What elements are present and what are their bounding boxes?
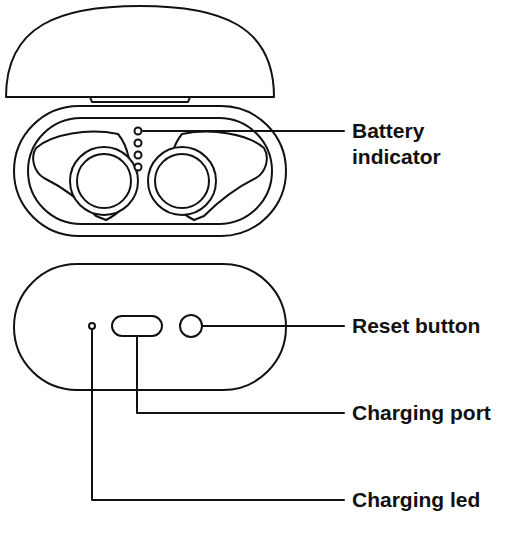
- led-label: Charging led: [352, 487, 502, 513]
- earbud-right-mesh: [155, 154, 209, 208]
- battery-dot: [135, 152, 142, 159]
- earbud-left-speaker: [70, 147, 138, 215]
- case-inner-rim: [28, 118, 272, 224]
- battery-dot: [135, 140, 142, 147]
- reset-label: Reset button: [352, 313, 502, 339]
- battery-dot: [135, 128, 142, 135]
- battery-dot: [135, 164, 142, 171]
- lid-hinge: [90, 97, 190, 102]
- earbud-right-speaker: [148, 147, 216, 215]
- charging-led: [89, 323, 95, 329]
- port-label: Charging port: [352, 400, 502, 426]
- battery-label: Battery indicator: [352, 118, 502, 170]
- earbud-left-mesh: [77, 154, 131, 208]
- case-lid: [6, 6, 274, 97]
- leader-line: [203, 325, 344, 327]
- reset-button: [180, 315, 202, 337]
- charging-port: [112, 316, 162, 336]
- leader-line: [143, 130, 344, 132]
- leader-line: [92, 330, 344, 500]
- leader-line: [137, 337, 344, 413]
- case-base: [14, 106, 286, 236]
